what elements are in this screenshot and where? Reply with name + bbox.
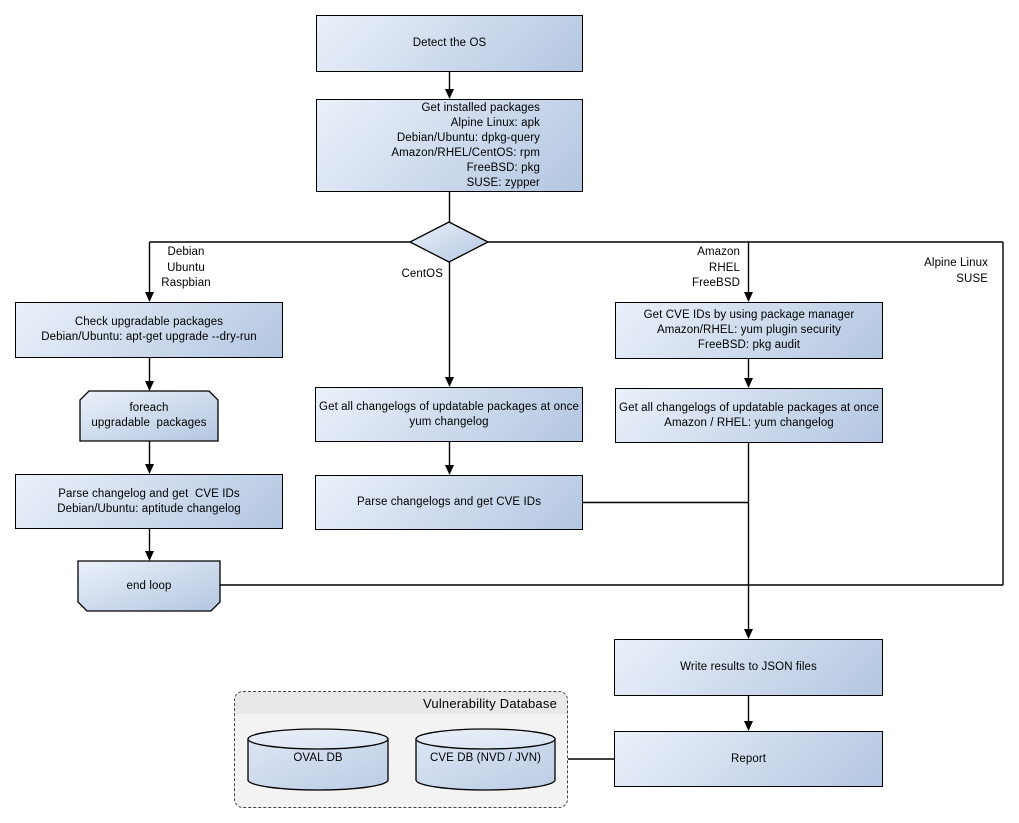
end-loop-label-overlay: end loop — [78, 561, 220, 611]
foreach-loop-start-shape — [79, 390, 219, 442]
node-get-cve-ids-package-manager: Get CVE IDs by using package manager Ama… — [615, 302, 883, 359]
os-decision-diamond — [408, 221, 490, 263]
node-get-changelogs-amazon-rhel-label: Get all changelogs of updatable packages… — [619, 401, 879, 429]
node-check-upgradable-packages-label: Check upgradable packages Debian/Ubuntu:… — [41, 316, 257, 343]
node-check-upgradable-packages: Check upgradable packages Debian/Ubuntu:… — [15, 302, 283, 358]
vulnerability-database-title: Vulnerability Database — [423, 696, 557, 711]
node-get-changelogs-centos: Get all changelogs of updatable packages… — [315, 387, 583, 442]
node-get-installed-packages-label: Get installed packages Alpine Linux: apk… — [391, 101, 540, 189]
node-get-installed-packages: Get installed packages Alpine Linux: apk… — [316, 99, 583, 192]
node-parse-changelogs-centos-label: Parse changelogs and get CVE IDs — [356, 496, 542, 508]
node-get-changelogs-amazon-rhel: Get all changelogs of updatable packages… — [615, 388, 883, 443]
end-loop-shape — [77, 560, 221, 612]
node-report-label: Report — [730, 752, 767, 765]
node-detect-os-label: Detect the OS — [412, 37, 487, 49]
node-write-results-json: Write results to JSON files — [614, 639, 883, 696]
node-parse-changelog-debian: Parse changelog and get CVE IDs Debian/U… — [15, 474, 283, 529]
node-report: Report — [614, 731, 883, 787]
node-get-cve-ids-package-manager-label: Get CVE IDs by using package manager Ama… — [643, 309, 855, 351]
end-loop-label: end loop — [126, 579, 172, 592]
branch-label-alpine-suse: Alpine Linux SUSE — [924, 257, 988, 285]
vulnerability-database-header: Vulnerability Database — [235, 692, 567, 714]
node-write-results-json-label: Write results to JSON files — [680, 661, 817, 673]
foreach-loop-label: foreach upgradable packages — [91, 402, 207, 429]
branch-label-amazon-rhel-freebsd: Amazon RHEL FreeBSD — [692, 246, 740, 289]
branch-label-centos: CentOS — [401, 268, 443, 280]
node-detect-os: Detect the OS — [316, 15, 583, 72]
node-get-changelogs-centos-label: Get all changelogs of updatable packages… — [319, 400, 579, 428]
node-parse-changelogs-centos: Parse changelogs and get CVE IDs — [315, 475, 583, 530]
node-parse-changelog-debian-label: Parse changelog and get CVE IDs Debian/U… — [57, 487, 241, 515]
foreach-loop-label-overlay: foreach upgradable packages — [80, 391, 218, 441]
vulnerability-database-group: Vulnerability Database — [234, 691, 568, 808]
branch-label-debian-ubuntu-raspbian: Debian Ubuntu Raspbian — [161, 246, 211, 289]
